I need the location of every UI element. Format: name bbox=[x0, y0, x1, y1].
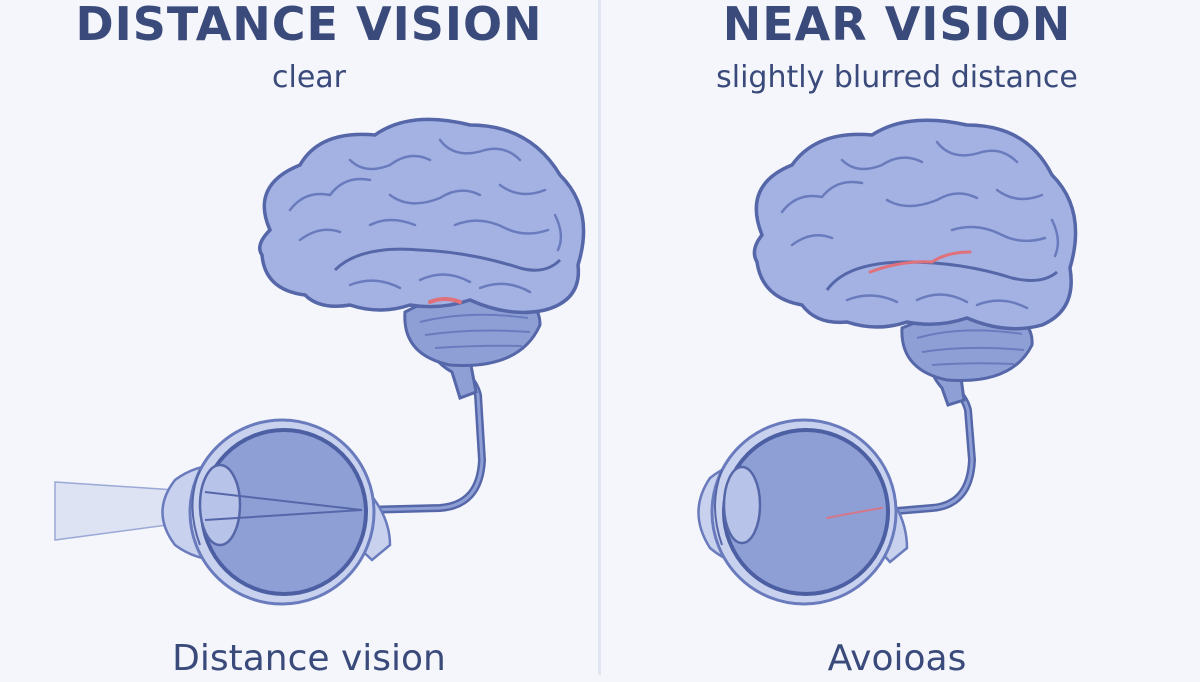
distance-vision-subtitle: clear bbox=[271, 60, 346, 95]
optic-nerve bbox=[880, 384, 977, 516]
distance-vision-panel: DISTANCE VISION clear Distance vision bbox=[0, 0, 598, 679]
brain-folds bbox=[780, 140, 1060, 310]
eye bbox=[161, 418, 392, 606]
near-vision-illustration bbox=[697, 118, 1078, 606]
eye bbox=[697, 418, 909, 606]
brain-folds bbox=[288, 138, 563, 294]
near-vision-subtitle: slightly blurred distance bbox=[716, 60, 1078, 95]
distance-vision-caption: Distance vision bbox=[172, 638, 446, 679]
near-vision-caption: Avoioas bbox=[827, 638, 967, 679]
visual-cortex-highlight bbox=[428, 297, 462, 304]
near-vision-panel: NEAR VISION slightly blurred distance Av… bbox=[602, 0, 1200, 679]
near-vision-title: NEAR VISION bbox=[722, 0, 1072, 51]
temporal-highlight bbox=[868, 250, 972, 274]
distance-vision-illustration bbox=[54, 117, 586, 606]
brain bbox=[752, 118, 1078, 331]
center-divider bbox=[598, 0, 601, 675]
brain bbox=[258, 117, 586, 315]
distance-vision-title: DISTANCE VISION bbox=[75, 0, 543, 51]
